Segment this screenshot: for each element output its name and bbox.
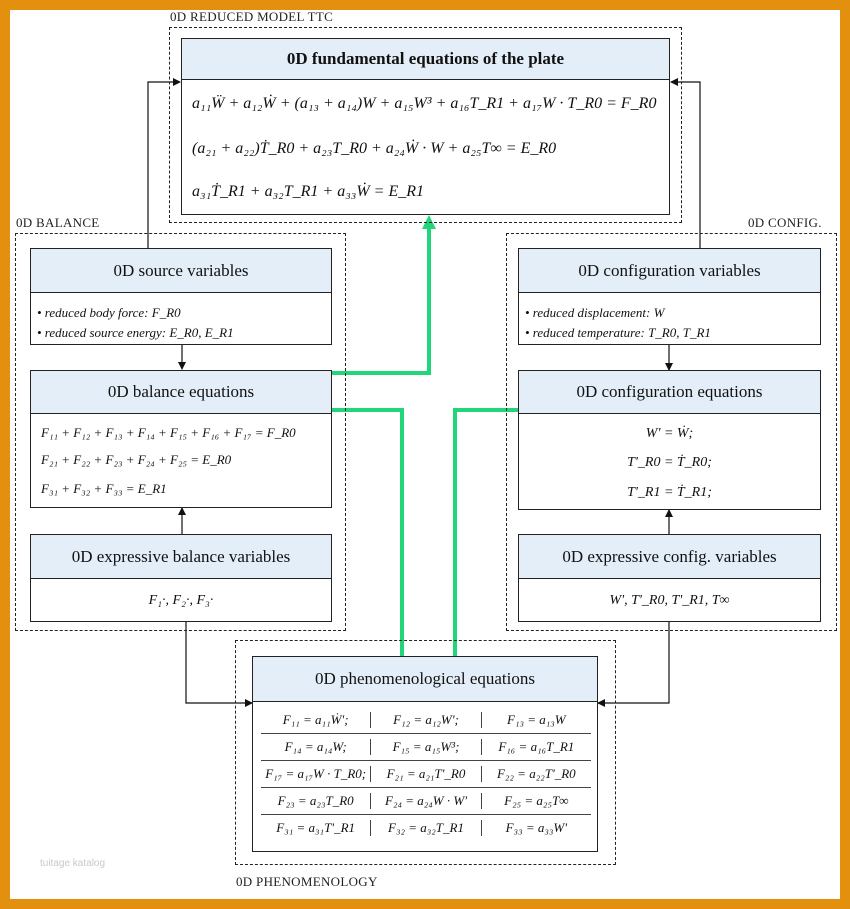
table-cell: F₃₁ = a₃₁T'_R1 xyxy=(276,820,356,835)
table-row: F₃₁ = a₃₁T'_R1 F₃₂ = a₃₂T_R1 F₃₃ = a₃₃W' xyxy=(261,815,591,841)
expressive-balance-vars: F₁·, F₂·, F₃· xyxy=(148,593,214,608)
fundamental-eq-3: a₃₁Ṫ_R1 + a₃₂T_R1 + a₃₃Ẇ = E_R1 xyxy=(192,183,424,200)
table-cell: F₃₂ = a₃₂T_R1 xyxy=(370,820,480,836)
phenomenological-box: 0D phenomenological equations F₁₁ = a₁₁Ẇ… xyxy=(252,656,598,852)
table-cell: F₂₅ = a₂₅T∞ xyxy=(480,793,591,809)
watermark: tuitage katalog xyxy=(40,858,106,869)
phenomenological-table: F₁₁ = a₁₁Ẇ'; F₁₂ = a₁₂W'; F₁₃ = a₁₃W F₁₄… xyxy=(261,707,591,841)
region-top xyxy=(169,27,682,223)
config-item-1: • reduced displacement: W xyxy=(525,305,665,320)
balance-equations-box: 0D balance equations F₁₁ + F₁₂ + F₁₃ + F… xyxy=(30,370,332,508)
configuration-variables-title: 0D configuration variables xyxy=(519,249,820,293)
table-cell: F₁₂ = a₁₂W'; xyxy=(370,712,480,728)
table-cell: F₁₇ = a₁₇W · T_R0; xyxy=(265,766,367,781)
source-variables-box: 0D source variables • reduced body force… xyxy=(30,248,332,345)
arrow-config-to-fundamental xyxy=(670,78,701,248)
table-cell: F₁₃ = a₁₃W xyxy=(480,712,591,728)
table-cell: F₃₃ = a₃₃W' xyxy=(480,820,591,836)
table-cell: F₁₆ = a₁₆T_R1 xyxy=(480,739,591,755)
region-right-label: 0D CONFIG. xyxy=(748,215,822,230)
configuration-variables-box: 0D configuration variables • reduced dis… xyxy=(518,248,821,345)
table-cell: F₂₁ = a₂₁T'_R0 xyxy=(370,766,480,782)
table-row: F₂₃ = a₂₃T_R0 F₂₄ = a₂₄W · W' F₂₅ = a₂₅T… xyxy=(261,788,591,815)
expressive-config-vars: W', T'_R0, T'_R1, T∞ xyxy=(609,593,730,608)
expressive-config-box: 0D expressive config. variables W', T'_R… xyxy=(518,534,821,622)
table-row: F₁₇ = a₁₇W · T_R0; F₂₁ = a₂₁T'_R0 F₂₂ = … xyxy=(261,761,591,788)
arrow-balance-to-phenomenological xyxy=(185,622,253,707)
configuration-equations-title: 0D configuration equations xyxy=(519,371,820,414)
table-cell: F₂₂ = a₂₂T'_R0 xyxy=(480,766,591,782)
source-variables-title: 0D source variables xyxy=(31,249,331,293)
region-top-label: 0D REDUCED MODEL TTC xyxy=(170,9,334,24)
table-cell: F₂₃ = a₂₃T_R0 xyxy=(277,793,354,808)
table-cell: F₁₁ = a₁₁Ẇ'; xyxy=(282,712,349,727)
expressive-balance-box: 0D expressive balance variables F₁·, F₂·… xyxy=(30,534,332,622)
region-left xyxy=(15,233,346,631)
config-item-2: • reduced temperature: T_R0, T_R1 xyxy=(525,325,711,340)
table-cell: F₁₅ = a₁₅W³; xyxy=(370,739,480,755)
region-left-label: 0D BALANCE xyxy=(16,215,100,230)
highlight-path-right xyxy=(402,373,524,662)
table-cell: F₁₄ = a₁₄W; xyxy=(284,739,347,754)
config-eq-3: T'_R1 = Ṫ_R1; xyxy=(627,485,712,500)
config-eq-1: W' = Ẇ; xyxy=(645,426,694,441)
source-item-2: • reduced source energy: E_R0, E_R1 xyxy=(37,325,234,340)
expressive-balance-title: 0D expressive balance variables xyxy=(31,535,331,579)
configuration-equations-box: 0D configuration equations W' = Ẇ; T'_R0… xyxy=(518,370,821,510)
table-row: F₁₁ = a₁₁Ẇ'; F₁₂ = a₁₂W'; F₁₃ = a₁₃W xyxy=(261,707,591,734)
balance-eq-3: F₃₁ + F₃₂ + F₃₃ = E_R1 xyxy=(41,481,167,496)
fundamental-title: 0D fundamental equations of the plate xyxy=(182,39,669,80)
balance-equations-title: 0D balance equations xyxy=(31,371,331,414)
fundamental-box: 0D fundamental equations of the plate a₁… xyxy=(181,38,670,215)
config-eq-2: T'_R0 = Ṫ_R0; xyxy=(627,455,712,470)
expressive-config-title: 0D expressive config. variables xyxy=(519,535,820,579)
source-item-1: • reduced body force: F_R0 xyxy=(37,305,181,320)
region-bottom xyxy=(235,640,616,865)
fundamental-eq-2: (a₂₁ + a₂₂)Ṫ_R0 + a₂₃T_R0 + a₂₄Ẇ · W + a… xyxy=(192,140,557,157)
arrow-config-to-phenomenological xyxy=(597,622,670,707)
phenomenological-title: 0D phenomenological equations xyxy=(253,657,597,702)
fundamental-eq-1: a₁₁Ẅ + a₁₂Ẇ + (a₁₃ + a₁₄)W + a₁₅W³ + a₁₆… xyxy=(192,95,657,112)
region-bottom-label: 0D PHENOMENOLOGY xyxy=(236,874,378,889)
balance-eq-1: F₁₁ + F₁₂ + F₁₃ + F₁₄ + F₁₅ + F₁₆ + F₁₇ … xyxy=(41,425,296,440)
table-cell: F₂₄ = a₂₄W · W' xyxy=(370,793,480,809)
table-row: F₁₄ = a₁₄W; F₁₅ = a₁₅W³; F₁₆ = a₁₆T_R1 xyxy=(261,734,591,761)
region-right xyxy=(506,233,837,631)
balance-eq-2: F₂₁ + F₂₂ + F₂₃ + F₂₄ + F₂₅ = E_R0 xyxy=(41,452,232,467)
